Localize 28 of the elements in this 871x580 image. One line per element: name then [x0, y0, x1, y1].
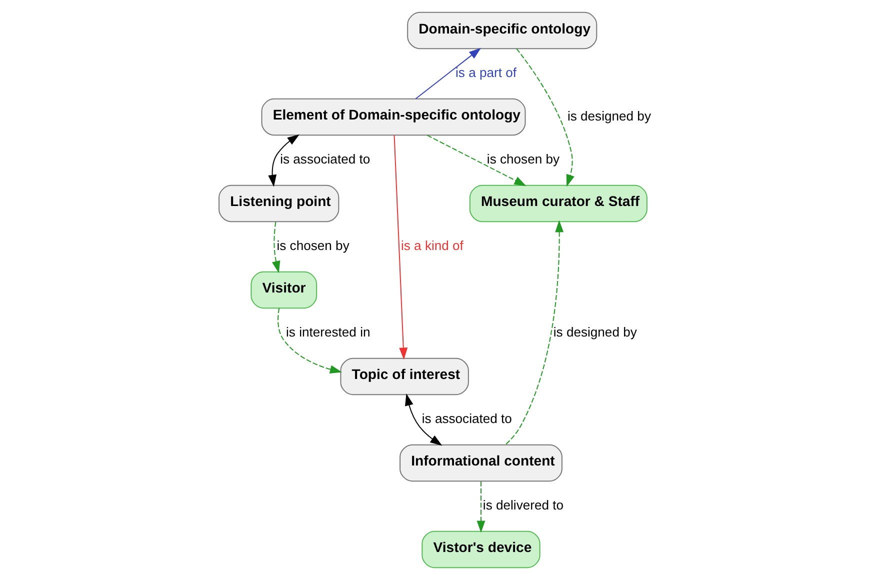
- node-box: Element of Domain-specific ontology: [260, 98, 526, 136]
- arrow: [504, 220, 564, 446]
- node-box: Vistor's device: [421, 530, 540, 568]
- node-box: Informational content: [399, 444, 562, 482]
- arrow: [516, 48, 574, 187]
- edge-label: is associated to: [280, 152, 370, 167]
- node-box: Museum curator & Staff: [468, 184, 647, 222]
- arrow: [414, 48, 481, 100]
- arrow: [393, 135, 408, 360]
- node-box: Topic of interest: [340, 358, 468, 396]
- arrow: [426, 134, 526, 186]
- node-box: Visitor: [250, 271, 317, 309]
- arrow: [476, 481, 485, 533]
- arrow: [271, 222, 280, 274]
- node-box: Domain-specific ontology: [406, 12, 597, 50]
- edge-label: is a kind of: [400, 238, 463, 254]
- arrow: [277, 308, 342, 374]
- edge-label: is designed by: [552, 324, 636, 340]
- edge-label: is chosen by: [276, 238, 349, 254]
- edge-label: is delivered to: [482, 498, 564, 513]
- arrow: [404, 393, 442, 446]
- edge-label: is interested in: [286, 324, 370, 340]
- edge-label: is chosen by: [486, 152, 560, 167]
- edge-label: is a part of: [455, 65, 516, 80]
- arrow: [268, 134, 299, 187]
- edge-label: is designed by: [566, 108, 650, 124]
- node-box: Listening point: [218, 184, 339, 222]
- edge-label: is associated to: [421, 411, 512, 426]
